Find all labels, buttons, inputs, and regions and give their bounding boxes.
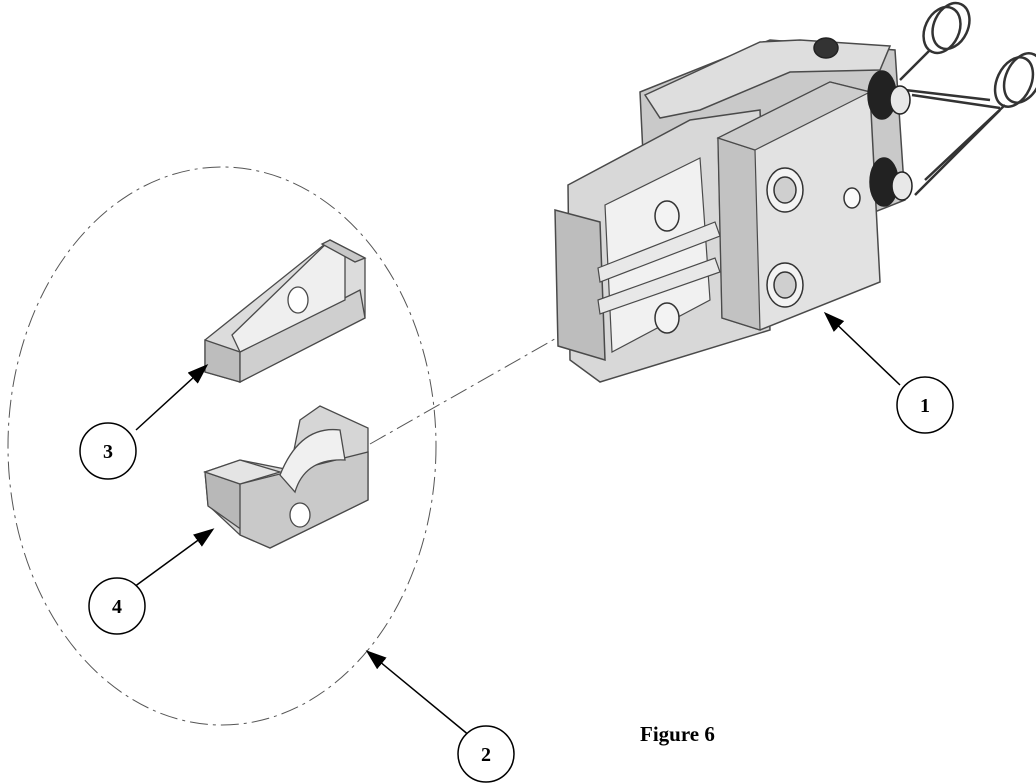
- spring-coils: [899, 1, 1036, 196]
- callout-1-label: 1: [920, 395, 930, 417]
- leader-2: [365, 650, 471, 737]
- die-insert-lower: [202, 405, 369, 549]
- figure-caption: Figure 6: [640, 722, 715, 746]
- callout-1: 1: [896, 376, 954, 434]
- detail-boundary-ellipse: [7, 166, 437, 726]
- leader-1: [823, 311, 901, 386]
- callout-4: 4: [88, 577, 146, 635]
- callout-4-label: 4: [112, 596, 122, 618]
- callout-3: 3: [79, 422, 137, 480]
- projection-line: [369, 335, 561, 445]
- top-bar: [643, 39, 892, 119]
- die-insert-upper: [204, 239, 367, 384]
- callout-2: 2: [457, 725, 515, 783]
- callout-3-label: 3: [103, 441, 113, 463]
- front-insert-face: [554, 209, 606, 362]
- leader-4: [133, 528, 215, 588]
- tool-head-assembly: [554, 1, 1036, 383]
- rear-nuts: [813, 37, 913, 207]
- leader-3: [135, 363, 209, 431]
- callout-2-label: 2: [481, 744, 491, 766]
- bolt-heads: [654, 167, 861, 334]
